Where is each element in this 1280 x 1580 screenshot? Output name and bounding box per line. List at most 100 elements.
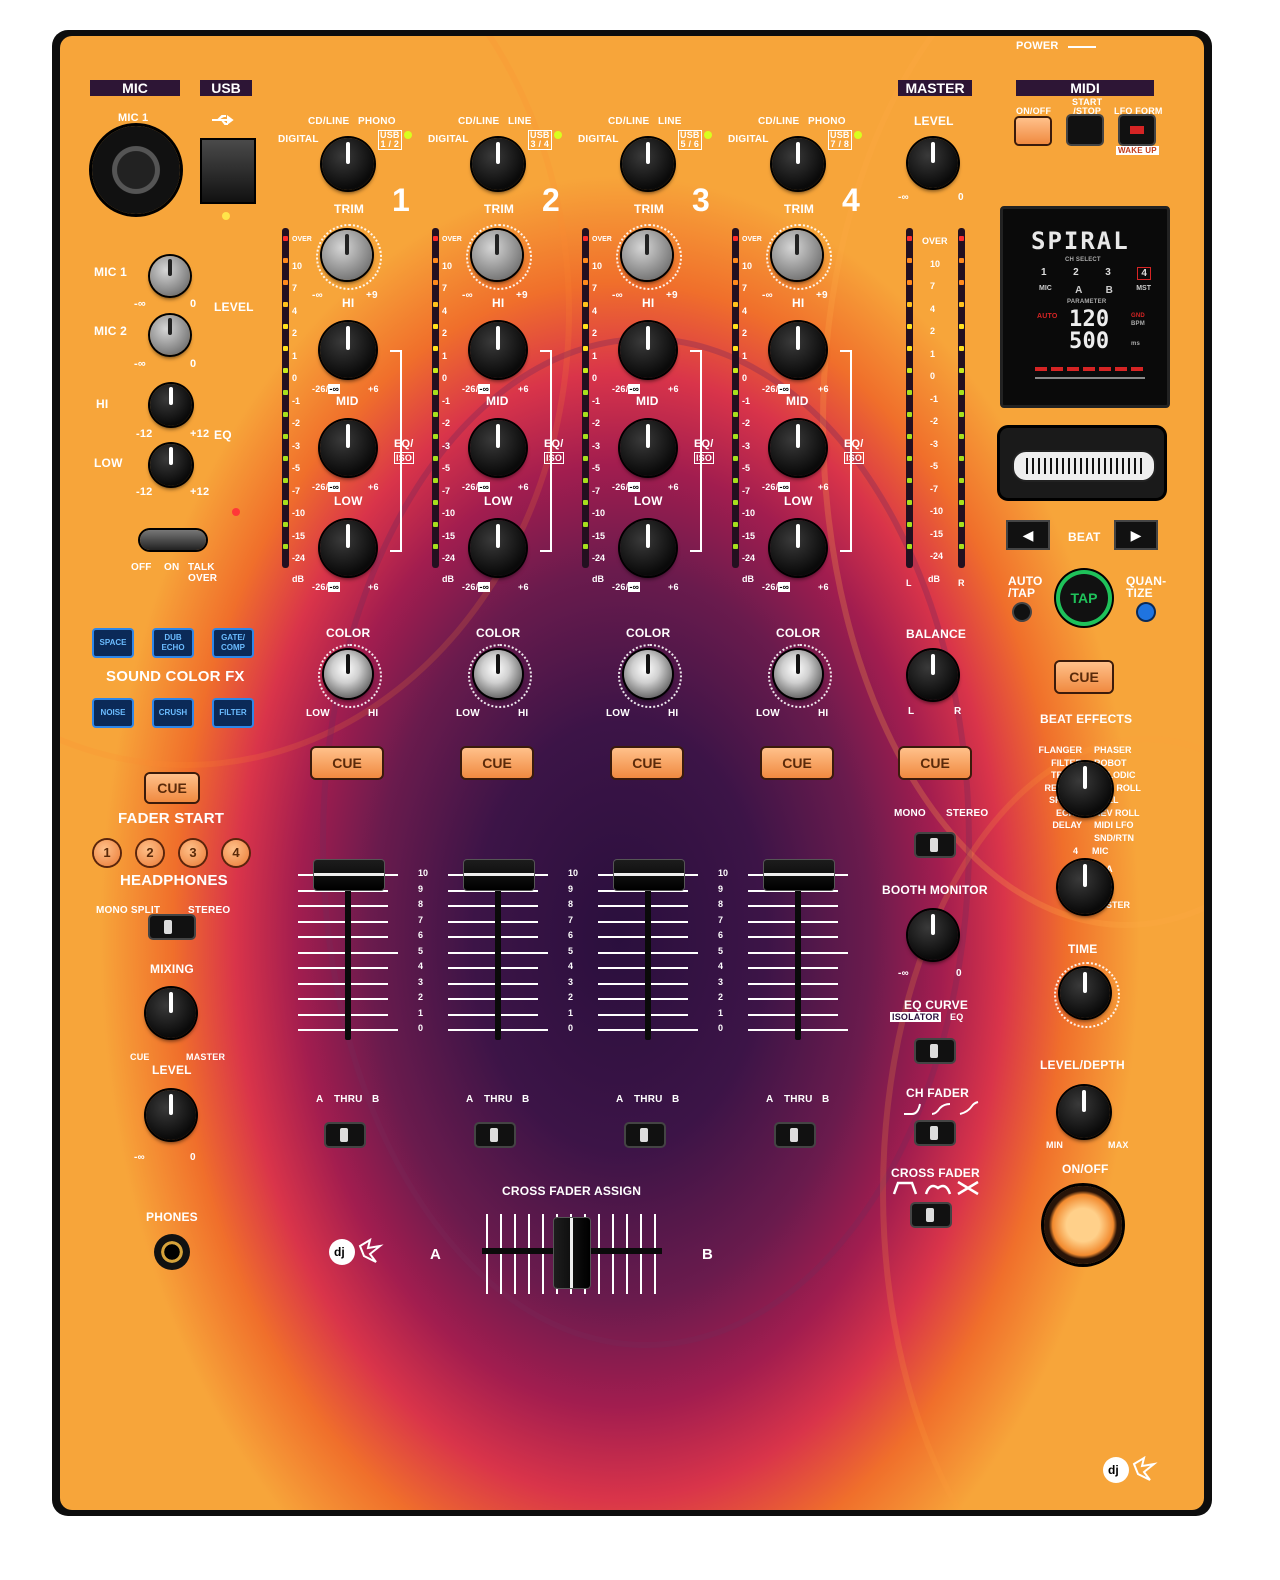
fader-start-2-button[interactable]: 2: [137, 840, 163, 866]
ch3-crossfader-assign-switch[interactable]: [626, 1124, 664, 1146]
fx-level-depth-knob[interactable]: [1058, 1086, 1110, 1138]
tap-button[interactable]: TAP: [1056, 570, 1112, 626]
ch1-color-hi-label: HI: [368, 708, 379, 719]
fx-crush-button[interactable]: CRUSH: [152, 698, 194, 728]
eq-kill-text: -∞: [628, 384, 641, 394]
crossfader-knob[interactable]: [554, 1218, 590, 1288]
ch1-trim-knob[interactable]: [322, 230, 372, 280]
ch3-meter-segment: [583, 368, 588, 373]
ch1-channel-fader[interactable]: [314, 860, 384, 890]
ch4-trim-knob[interactable]: [772, 230, 822, 280]
midi-onoff-button[interactable]: [1016, 118, 1050, 144]
beat-effect-select-knob[interactable]: [1058, 762, 1112, 816]
ch2-meter-scale-label: 0: [442, 373, 448, 383]
ch2-fader-scale-line: [448, 982, 538, 985]
master-cue-button[interactable]: CUE: [900, 748, 970, 778]
ch3-hi-eq-knob[interactable]: [620, 322, 676, 378]
mic1-level-knob[interactable]: [150, 256, 190, 296]
ch2-input-select-knob[interactable]: [472, 138, 524, 190]
ch1-hi-eq-knob[interactable]: [320, 322, 376, 378]
ch4-color-knob[interactable]: [774, 650, 822, 698]
ch2-hi-eq-knob[interactable]: [470, 322, 526, 378]
ch3-mid-eq-knob[interactable]: [620, 420, 676, 476]
ch2-low-eq-knob[interactable]: [470, 520, 526, 576]
fx-onoff-button[interactable]: [1044, 1186, 1122, 1264]
ch1-mid-eq-knob[interactable]: [320, 420, 376, 476]
mic2-level-knob[interactable]: [150, 315, 190, 355]
ch1-level-meter: [282, 228, 289, 568]
fx-space-button[interactable]: SPACE: [92, 628, 134, 658]
fader-start-3-button[interactable]: 3: [180, 840, 206, 866]
ch3-meter-segment: [583, 500, 588, 505]
headphone-cue-button[interactable]: CUE: [146, 774, 198, 802]
beat-fx-cue-button[interactable]: CUE: [1056, 662, 1112, 692]
fx-gate-comp-button[interactable]: GATE/ COMP: [212, 628, 254, 658]
ch2-channel-fader[interactable]: [464, 860, 534, 890]
midi-startstop-button[interactable]: [1068, 116, 1102, 144]
touch-strip[interactable]: [1012, 450, 1156, 482]
mic-xlr-jack[interactable]: [92, 126, 180, 214]
ch3-cue-button[interactable]: CUE: [612, 748, 682, 778]
mic-hi-eq-knob[interactable]: [150, 384, 192, 426]
ch3-low-eq-knob[interactable]: [620, 520, 676, 576]
mic-talkover-switch[interactable]: [140, 530, 206, 550]
headphone-level-knob[interactable]: [146, 1090, 196, 1140]
fx-channel-select-knob[interactable]: [1058, 860, 1112, 914]
ch3-channel-fader[interactable]: [614, 860, 684, 890]
phones-jack[interactable]: [154, 1234, 190, 1270]
balance-knob[interactable]: [908, 650, 958, 700]
midi-lfoform-label: LFO FORM: [1114, 106, 1163, 116]
fx-filter-button[interactable]: FILTER: [212, 698, 254, 728]
eq-min-text: -26/: [762, 582, 779, 592]
ch3-meter-scale-label: 4: [592, 305, 598, 316]
cross-fader-curve-switch[interactable]: [912, 1204, 950, 1226]
beat-left-button[interactable]: ◀: [1008, 522, 1048, 548]
ch2-crossfader-assign-switch[interactable]: [476, 1124, 514, 1146]
ch2-trim-knob[interactable]: [472, 230, 522, 280]
ch2-mid-eq-knob[interactable]: [470, 420, 526, 476]
fader-start-4-button[interactable]: 4: [223, 840, 249, 866]
ch4-crossfader-assign-switch[interactable]: [776, 1124, 814, 1146]
ch1-meter-scale-label: -2: [292, 418, 301, 428]
fx-time-knob[interactable]: [1060, 968, 1110, 1018]
beat-right-button[interactable]: ▶: [1116, 522, 1156, 548]
ch1-color-knob[interactable]: [324, 650, 372, 698]
usb-port[interactable]: [200, 138, 256, 204]
ch4-mid-eq-knob[interactable]: [770, 420, 826, 476]
eq-curve-switch[interactable]: [916, 1040, 954, 1062]
ch3-input-select-knob[interactable]: [622, 138, 674, 190]
headphone-mixing-knob[interactable]: [146, 988, 196, 1038]
ch2-mid-min-label: -26/-∞: [462, 482, 491, 492]
midi-lfoform-button[interactable]: [1120, 116, 1154, 144]
ch4-hi-eq-knob[interactable]: [770, 322, 826, 378]
ch4-meter-segment: [733, 258, 738, 263]
ch4-low-eq-knob[interactable]: [770, 520, 826, 576]
ch4-input-select-knob[interactable]: [772, 138, 824, 190]
auto-tap-button[interactable]: [1014, 604, 1030, 620]
ch4-usb-label: USB 7 / 8: [828, 130, 852, 150]
ch-fader-curve-switch[interactable]: [916, 1122, 954, 1144]
fx-left-item: ECHO: [1055, 807, 1082, 818]
mono-split-stereo-switch[interactable]: [150, 916, 194, 938]
ch4-channel-fader[interactable]: [764, 860, 834, 890]
ch2-fader-scale-label: 1: [568, 1007, 574, 1018]
ch2-cue-button[interactable]: CUE: [462, 748, 532, 778]
fx-noise-button[interactable]: NOISE: [92, 698, 134, 728]
quantize-button[interactable]: [1138, 604, 1154, 620]
fx-dub-echo-button[interactable]: DUB ECHO: [152, 628, 194, 658]
ch1-input-select-knob[interactable]: [322, 138, 374, 190]
ch1-low-eq-knob[interactable]: [320, 520, 376, 576]
touch-strip-ticks: [1026, 458, 1142, 474]
mic-low-eq-knob[interactable]: [150, 444, 192, 486]
ch1-cue-button[interactable]: CUE: [312, 748, 382, 778]
fader-start-1-button[interactable]: 1: [94, 840, 120, 866]
ch1-crossfader-assign-switch[interactable]: [326, 1124, 364, 1146]
master-level-knob[interactable]: [908, 138, 958, 188]
master-meter-segment: [959, 544, 964, 549]
ch3-color-knob[interactable]: [624, 650, 672, 698]
ch3-trim-knob[interactable]: [622, 230, 672, 280]
booth-monitor-knob[interactable]: [908, 910, 958, 960]
ch4-cue-button[interactable]: CUE: [762, 748, 832, 778]
ch2-color-knob[interactable]: [474, 650, 522, 698]
master-mono-stereo-switch[interactable]: [916, 834, 954, 856]
